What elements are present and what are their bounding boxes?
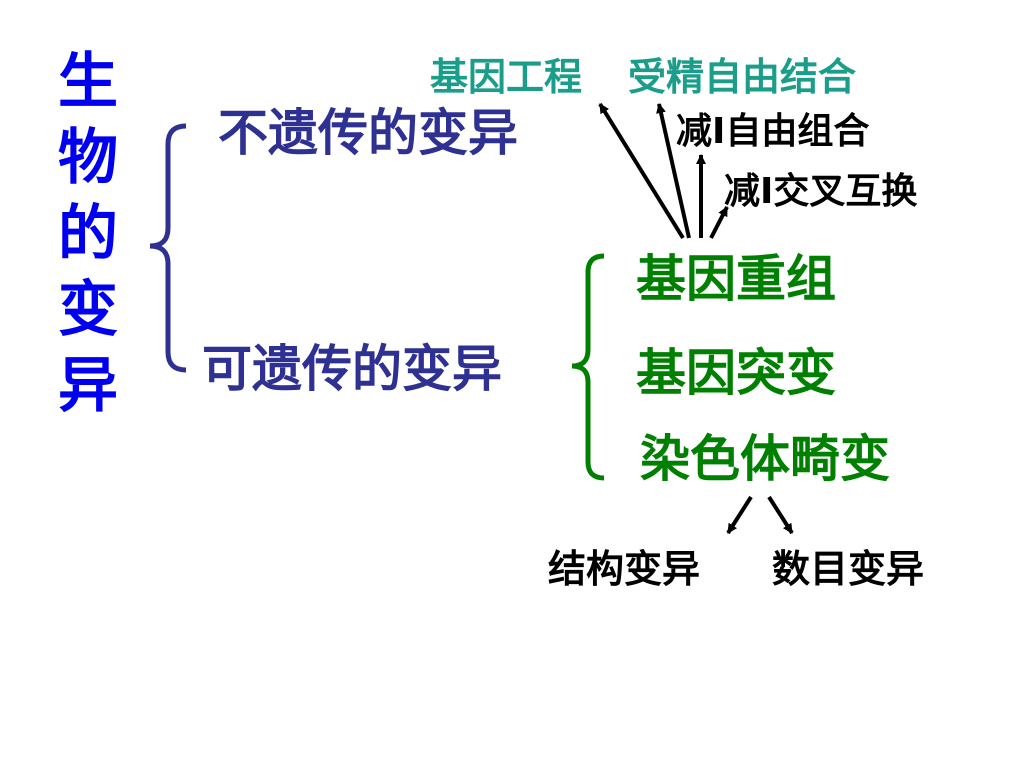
source-meiosis-cross: 减Ⅰ交叉互换 bbox=[724, 171, 918, 212]
source-engineering: 基因工程 bbox=[430, 55, 583, 99]
arrow-to-engineering bbox=[598, 102, 685, 240]
arrow-to-numerical bbox=[767, 495, 794, 535]
title-char: 生 bbox=[58, 47, 118, 117]
source-fertilization: 受精自由结合 bbox=[628, 55, 857, 99]
type-recombination: 基因重组 bbox=[636, 250, 836, 308]
branch-heritable: 可遗传的变异 bbox=[202, 340, 502, 398]
arrow-to-meiosis-cross bbox=[709, 206, 729, 239]
title-char: 变 bbox=[58, 275, 118, 345]
variation-structural: 结构变异 bbox=[548, 547, 701, 591]
diagram-title-vertical: 生 物 的 变 异 bbox=[52, 44, 124, 424]
source-meiosis-free: 减Ⅰ自由组合 bbox=[676, 111, 870, 152]
title-char: 物 bbox=[58, 123, 118, 193]
main-brace bbox=[149, 123, 187, 373]
branch-non-heritable: 不遗传的变异 bbox=[218, 104, 518, 162]
arrow-to-fertilization bbox=[656, 103, 691, 239]
title-char: 异 bbox=[58, 351, 118, 421]
arrow-to-structural bbox=[726, 495, 753, 535]
title-char: 的 bbox=[58, 199, 118, 269]
heritable-brace bbox=[571, 253, 605, 481]
variation-numerical: 数目变异 bbox=[772, 547, 925, 591]
type-chromosome: 染色体畸变 bbox=[640, 430, 890, 488]
type-mutation: 基因突变 bbox=[636, 344, 836, 402]
